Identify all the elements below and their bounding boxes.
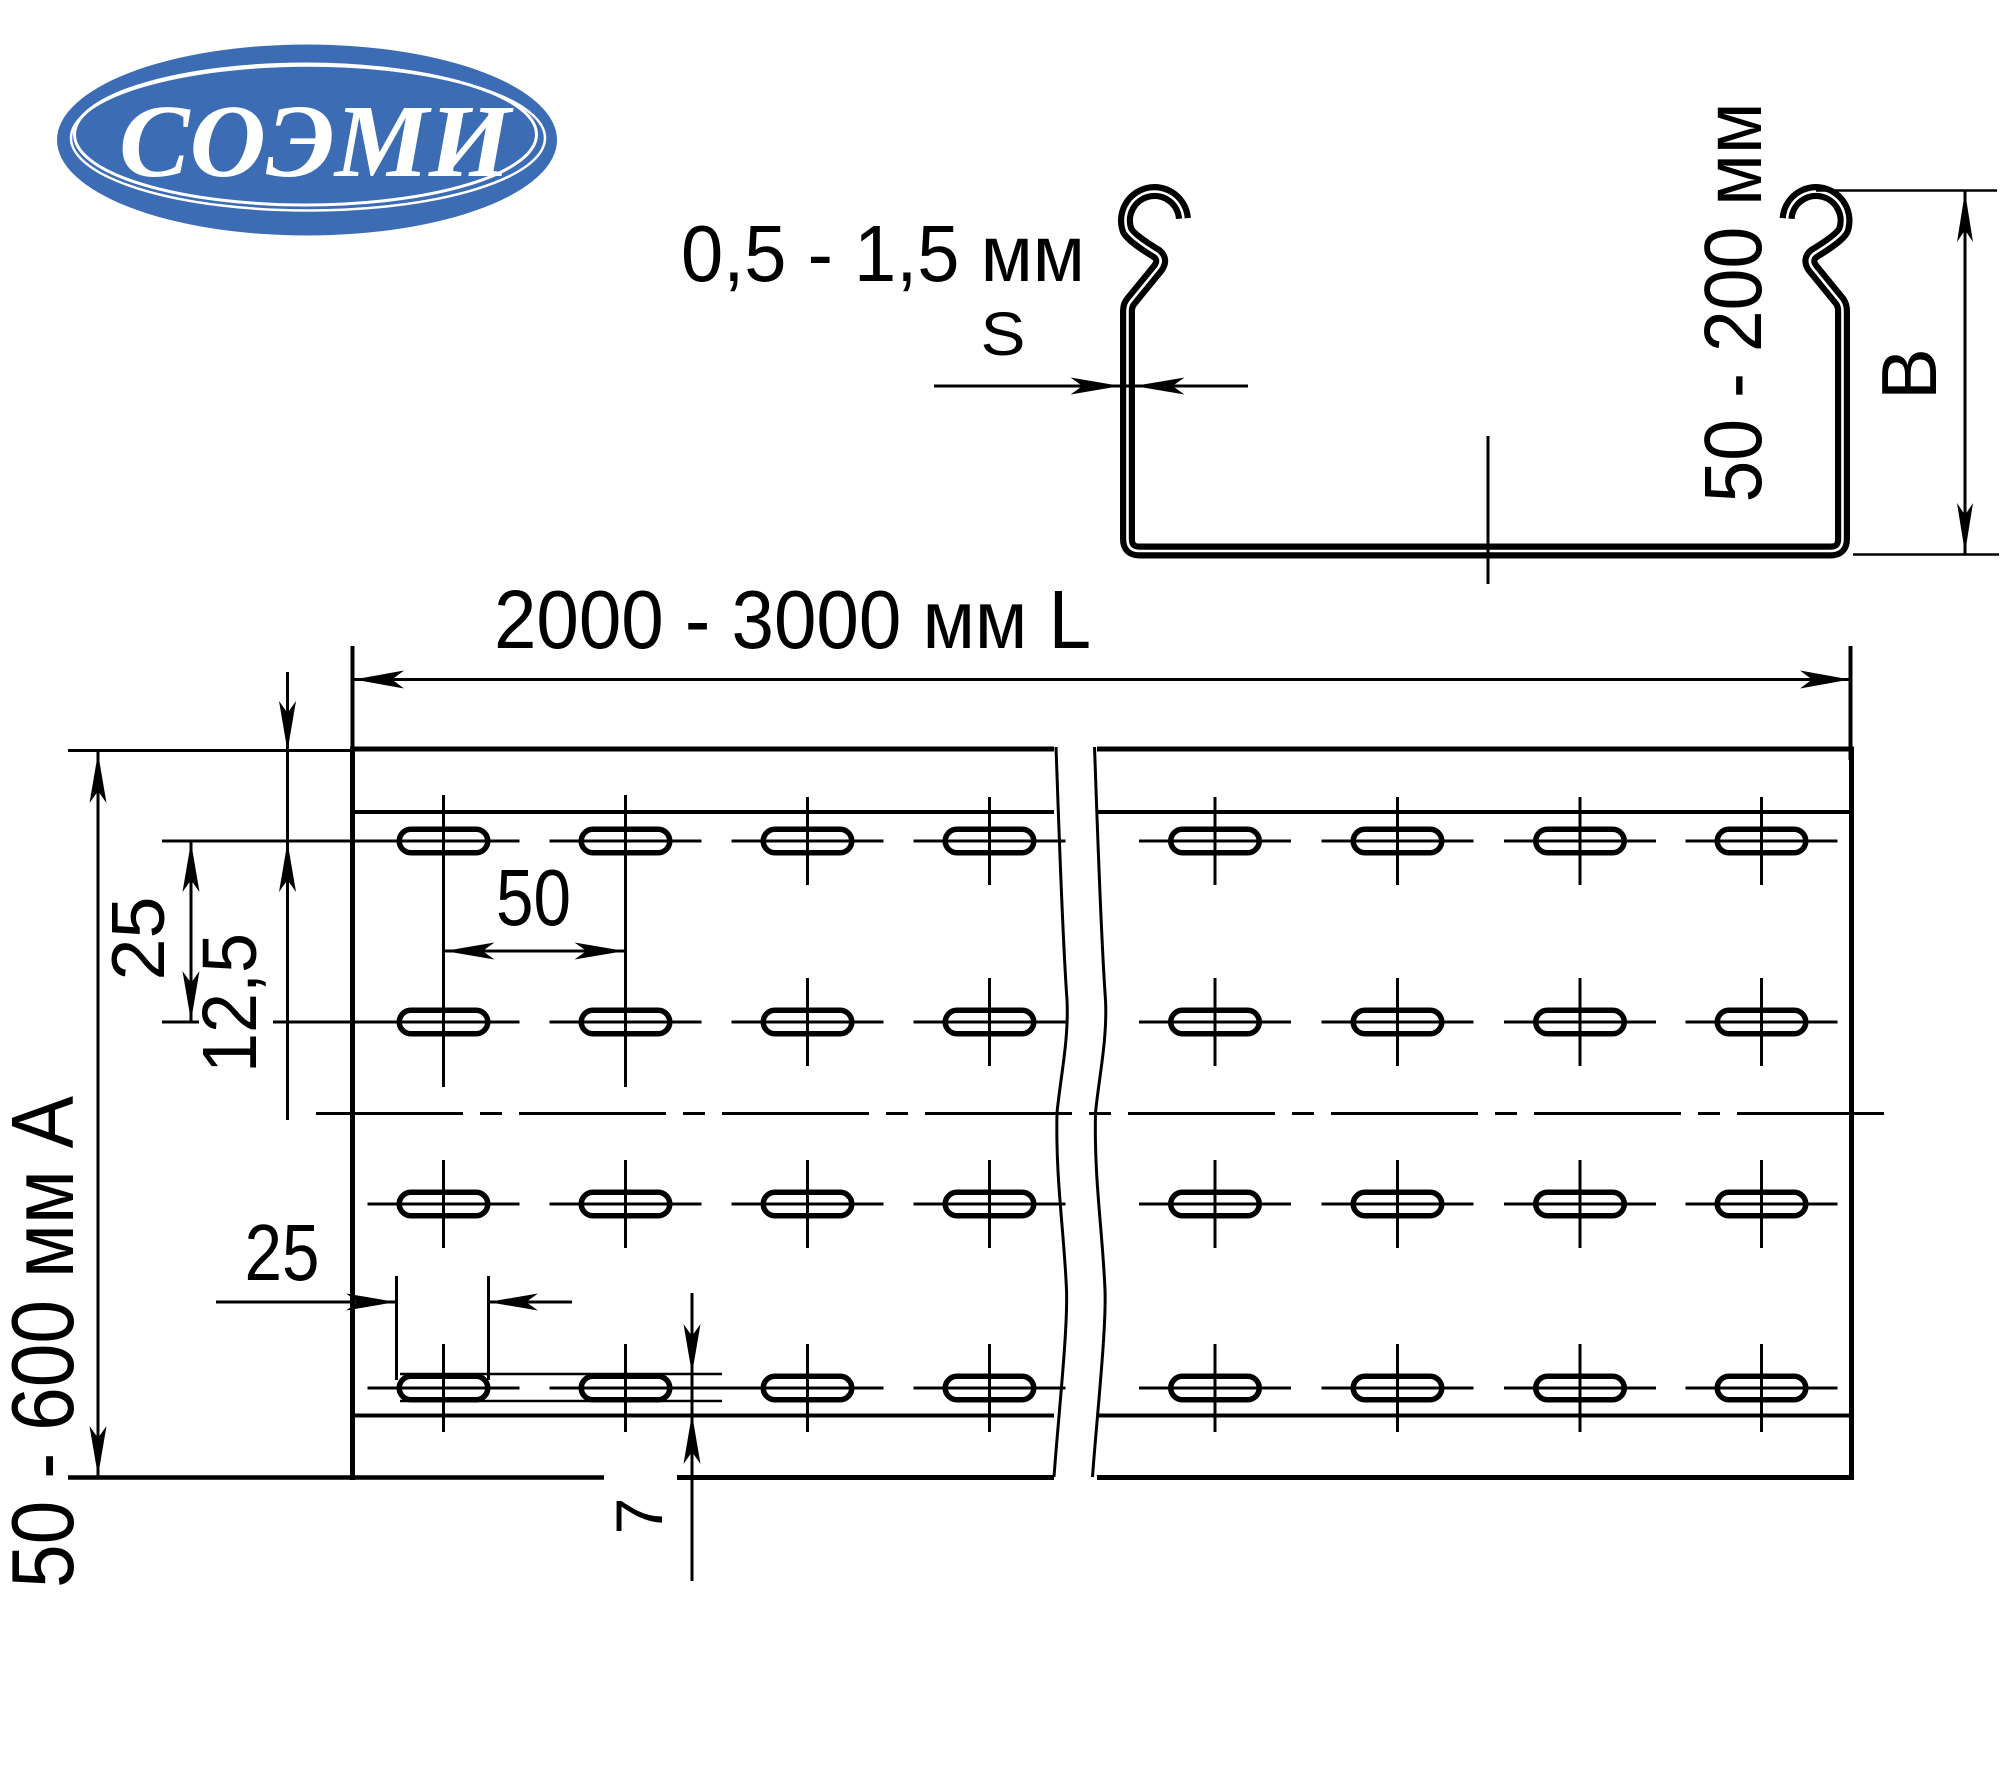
svg-text:0,5 - 1,5 мм: 0,5 - 1,5 мм: [681, 209, 1085, 298]
svg-text:25: 25: [245, 1208, 320, 1297]
svg-text:2000 - 3000 мм L: 2000 - 3000 мм L: [494, 573, 1091, 666]
svg-text:7: 7: [602, 1498, 676, 1535]
svg-text:B: B: [1865, 348, 1953, 400]
svg-text:25: 25: [96, 897, 180, 981]
svg-text:СОЭМИ: СОЭМИ: [119, 84, 514, 199]
svg-text:50 - 600 мм А: 50 - 600 мм А: [0, 1096, 92, 1588]
svg-text:12,5: 12,5: [187, 933, 273, 1073]
svg-text:50: 50: [496, 853, 571, 942]
svg-text:50 - 200 мм: 50 - 200 мм: [1688, 103, 1779, 503]
svg-text:S: S: [981, 300, 1026, 368]
